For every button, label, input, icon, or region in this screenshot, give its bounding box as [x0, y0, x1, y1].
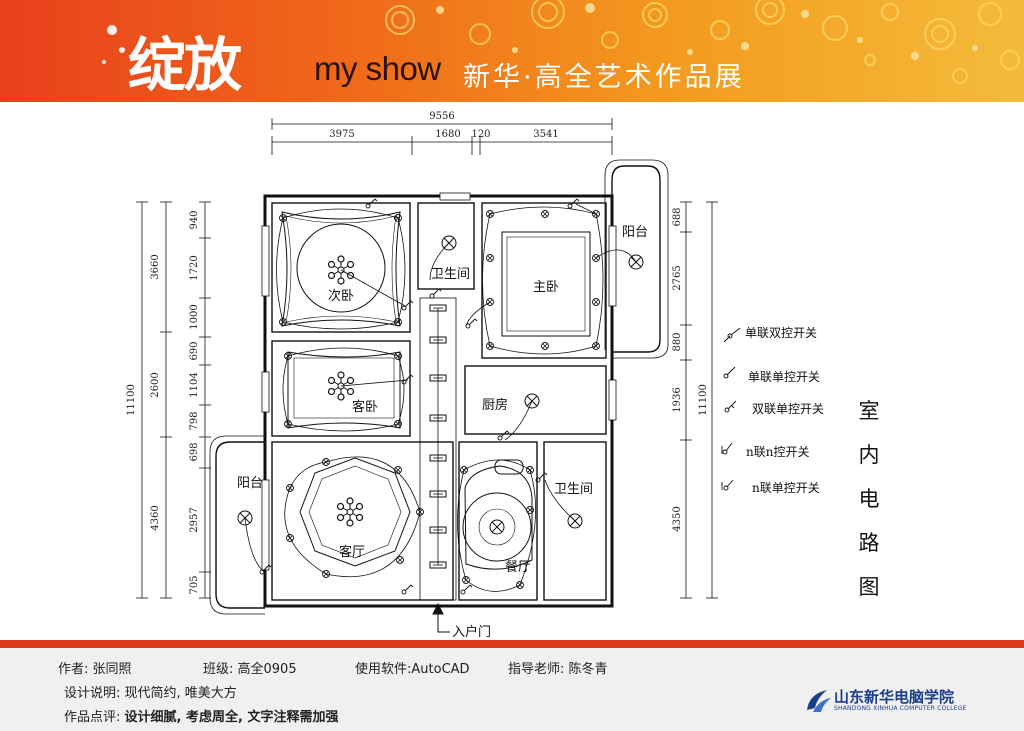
legend-item-1: 单联双控开关 [745, 326, 817, 340]
plan-title-char: 内 [859, 443, 880, 467]
dim-right-inner-4: 1936 [672, 387, 683, 412]
dim-top-a: 3975 [329, 129, 354, 140]
legend-item-4: n联n控开关 [746, 445, 809, 459]
ceiling-outlines [281, 211, 591, 570]
plan-title-char: 图 [859, 575, 880, 599]
room-guest-bedroom: 客卧 [352, 399, 378, 415]
corridor [419, 297, 457, 601]
dim-top-d: 3541 [533, 129, 558, 140]
entrance-arrow [432, 602, 450, 633]
legend-item-5: n联单控开关 [752, 481, 820, 495]
dim-left-inner-7: 698 [189, 442, 200, 461]
school-name: 山东新华电脑学院 [834, 688, 955, 706]
footer: 作者: 张同照 班级: 高全0905 使用软件:AutoCAD 指导老师: 陈冬… [0, 648, 1024, 731]
legend-item-2: 单联单控开关 [748, 370, 820, 384]
room-balcony-left: 阳台 [237, 476, 263, 491]
software-label: 使用软件:AutoCAD [355, 662, 470, 677]
legend-item-3: 双联单控开关 [752, 402, 824, 416]
comment-row: 作品点评: 设计细腻, 考虑周全, 文字注释需加强 [64, 706, 338, 725]
brand-logo: 绽放 [128, 31, 242, 99]
floor-plan: 9556 3975 1680 120 3541 11100 3660 2600 … [126, 111, 880, 640]
footer-divider [0, 640, 1024, 648]
dim-left-inner-6: 798 [189, 411, 200, 430]
dim-right-inner-3: 880 [672, 332, 683, 351]
legend-symbols [721, 327, 741, 491]
class-label: 班级: 高全0905 [203, 662, 297, 677]
school-name-en: SHANDONG XINHUA COMPUTER COLLEGE [834, 705, 967, 712]
teacher-label: 指导老师: 陈冬青 [508, 662, 608, 677]
dim-left-inner-1: 940 [189, 210, 200, 229]
room-kitchen: 厨房 [482, 397, 508, 413]
dim-right-inner-2: 2765 [672, 265, 683, 290]
dim-left-total: 11100 [126, 384, 137, 416]
brand-myshow: my show [314, 50, 441, 87]
comment-text: 设计细腻, 考虑周全, 文字注释需加强 [124, 710, 339, 725]
design-note: 设计说明: 现代简约, 唯美大方 [64, 686, 237, 701]
plan-title-char: 电 [859, 487, 880, 511]
room-balcony-right: 阳台 [622, 225, 648, 240]
dim-left-inner-2: 1720 [189, 255, 200, 280]
dim-left-inner-4: 690 [189, 341, 200, 360]
comment-label: 作品点评: [64, 710, 121, 725]
room-living: 客厅 [339, 544, 365, 560]
dim-left-inner-8: 2957 [189, 507, 200, 532]
author-label: 作者: 张同照 [58, 662, 132, 677]
plan-title-char: 路 [859, 531, 880, 555]
dim-right-inner-1: 688 [672, 207, 683, 226]
dim-left-outer-3: 4360 [150, 505, 161, 530]
dimension-lines [136, 118, 718, 599]
room-second-bedroom: 次卧 [328, 288, 354, 304]
decorative-circles [102, 0, 1020, 84]
room-bathroom-top: 卫生间 [431, 267, 470, 282]
room-dining: 餐厅 [505, 559, 531, 575]
room-bathroom-bottom: 卫生间 [554, 482, 593, 497]
entrance-label: 入户门 [452, 624, 491, 640]
dim-top-c: 120 [471, 129, 490, 140]
dim-right-total: 11100 [698, 384, 709, 416]
dim-left-outer-2: 2600 [150, 372, 161, 397]
dim-top-b: 1680 [435, 129, 460, 140]
dim-right-inner-5: 4350 [672, 506, 683, 531]
balconies [209, 159, 669, 615]
wiring [244, 203, 637, 592]
header-banner: 绽放 my show 新华·高全艺术作品展 [0, 0, 1024, 102]
room-master-bedroom: 主卧 [533, 280, 559, 295]
exhibit-title: 新华·高全艺术作品展 [463, 62, 745, 93]
plan-title: 室 内 电 路 图 [859, 399, 880, 599]
plan-title-char: 室 [859, 399, 880, 423]
dim-top-total: 9556 [429, 111, 454, 122]
dim-left-outer-1: 3660 [150, 254, 161, 279]
dim-left-inner-9: 705 [189, 575, 200, 594]
walls [263, 194, 614, 608]
dim-left-inner-3: 1000 [189, 304, 200, 329]
school-logo-icon [807, 690, 831, 712]
switch-symbols [259, 198, 580, 595]
dim-left-inner-5: 1104 [189, 372, 200, 397]
